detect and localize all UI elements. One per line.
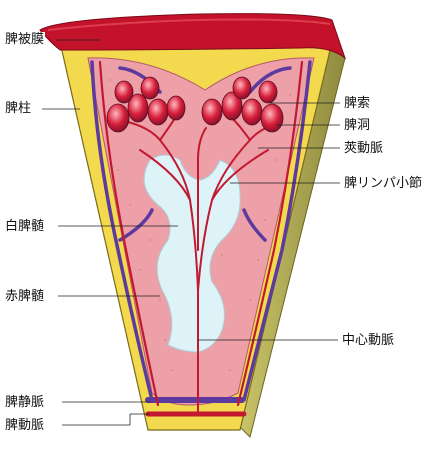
label-red-pulp: 赤脾髄 [4,289,46,304]
central-artery-tree [127,117,283,415]
label-splenic-vein: 脾静脈 [4,395,46,410]
veins [90,60,312,403]
label-white-pulp: 白脾髄 [4,219,46,234]
leader-lines [42,39,340,426]
label-penicillar-artery: 莢動脈 [343,141,385,156]
label-trabecula: 脾柱 [4,101,33,116]
splenic-sinuses [106,76,284,133]
label-capsule: 脾被膜 [4,32,46,47]
label-splenic-sinus: 脾洞 [343,118,372,133]
label-lymphatic-nodule: 脾リンパ小節 [343,176,424,191]
white-pulp-region [143,154,241,353]
label-splenic-cord: 脾索 [343,96,372,111]
trabecular-arteries [98,60,304,417]
label-splenic-artery: 脾動脈 [4,418,46,433]
label-central-artery: 中心動脈 [341,333,396,348]
